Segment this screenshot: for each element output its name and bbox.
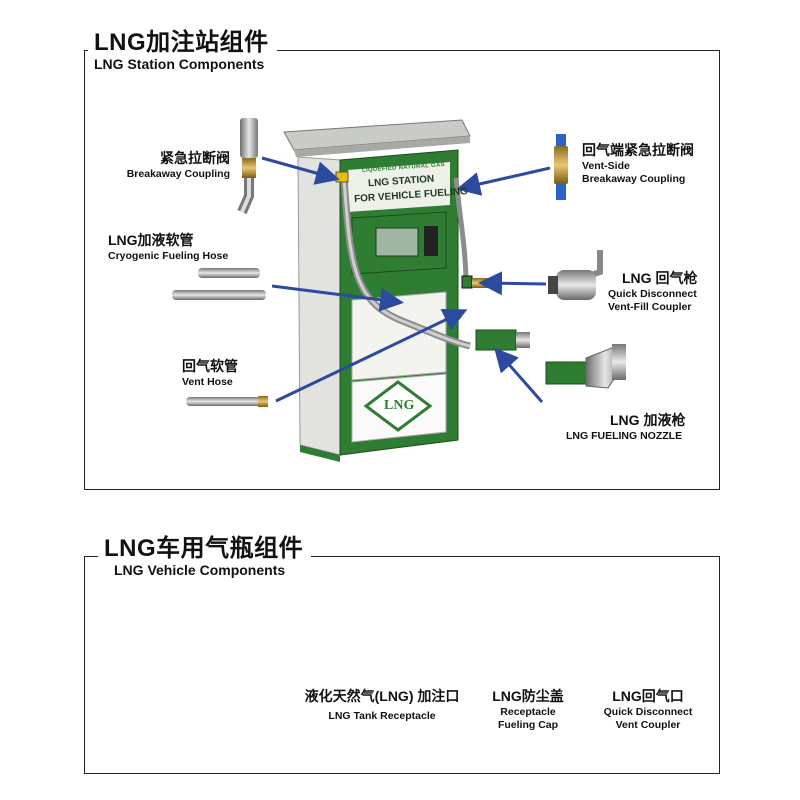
label-en2: Breakaway Coupling: [582, 172, 686, 185]
label-zh: 紧急拉断阀: [160, 150, 230, 166]
label-en: LNG Tank Receptacle: [328, 709, 436, 722]
label-zh: LNG加液软管: [108, 232, 194, 248]
pump-nozzle-image: [475, 329, 530, 351]
station-title-en: LNG Station Components: [94, 56, 265, 73]
arrow-vent-hose: [275, 308, 468, 403]
label-breakaway-coupling: 紧急拉断阀 Breakaway Coupling: [120, 150, 230, 181]
vent-hose-image: [186, 396, 268, 407]
label-zh: 回气端紧急拉断阀: [582, 142, 694, 158]
label-en: Quick Disconnect: [608, 287, 697, 300]
fueling-nozzle-image: [545, 344, 626, 389]
label-zh: LNG 加液枪: [610, 412, 686, 428]
vent-fill-coupler-image: [548, 250, 603, 300]
label-en: Breakaway Coupling: [126, 167, 230, 180]
arrow-cryogenic-hose: [271, 284, 404, 312]
pump-logo: LNG: [384, 398, 415, 413]
label-cryogenic-hose: LNG加液软管 Cryogenic Fueling Hose: [108, 232, 228, 263]
arrow-breakaway: [261, 156, 340, 185]
label-vent-fill-coupler: LNG 回气枪 Quick Disconnect Vent-Fill Coupl…: [608, 270, 697, 314]
arrow-vent-side: [456, 166, 551, 196]
label-zh: LNG防尘盖: [492, 688, 564, 704]
label-en2: Vent Coupler: [615, 718, 681, 731]
label-zh: 液化天然气(LNG) 加注口: [304, 688, 460, 704]
label-vent-coupler: LNG回气口 Quick Disconnect Vent Coupler: [598, 688, 698, 732]
label-fueling-cap: LNG防尘盖 Receptacle Fueling Cap: [488, 688, 568, 732]
vehicle-title-zh: LNG车用气瓶组件: [104, 535, 304, 562]
label-fueling-nozzle: LNG 加液枪 LNG FUELING NOZZLE: [566, 412, 685, 443]
label-vent-hose: 回气软管 Vent Hose: [182, 358, 238, 389]
arrow-vent-coupler: [478, 271, 547, 296]
label-en2: Vent-Fill Coupler: [608, 300, 692, 313]
arrow-fueling-nozzle: [494, 347, 544, 403]
label-en: LNG FUELING NOZZLE: [566, 429, 683, 442]
vent-side-breakaway-image: [554, 134, 568, 200]
label-en: Cryogenic Fueling Hose: [108, 249, 229, 262]
label-zh: 回气软管: [182, 358, 238, 374]
vehicle-title-en: LNG Vehicle Components: [114, 562, 286, 579]
label-en: Quick Disconnect: [603, 705, 693, 718]
label-zh: LNG 回气枪: [622, 270, 698, 286]
callout-arrows: [261, 156, 551, 403]
label-en: Receptacle: [500, 705, 556, 718]
station-title: LNG加注站组件 LNG Station Components: [88, 29, 277, 73]
breakaway-coupling-image: [237, 118, 258, 215]
vehicle-panel: [84, 556, 720, 774]
label-vent-side-breakaway: 回气端紧急拉断阀 Vent-Side Breakaway Coupling: [582, 142, 694, 186]
label-tank-receptacle: 液化天然气(LNG) 加注口 LNG Tank Receptacle: [296, 688, 468, 723]
label-en2: Fueling Cap: [497, 718, 559, 731]
vehicle-title: LNG车用气瓶组件 LNG Vehicle Components: [98, 535, 312, 579]
station-title-zh: LNG加注站组件: [94, 29, 269, 56]
label-en: Vent Hose: [182, 375, 233, 388]
label-zh: LNG回气口: [612, 688, 684, 704]
cryogenic-hose-image: [172, 268, 266, 300]
label-en: Vent-Side: [582, 159, 630, 172]
